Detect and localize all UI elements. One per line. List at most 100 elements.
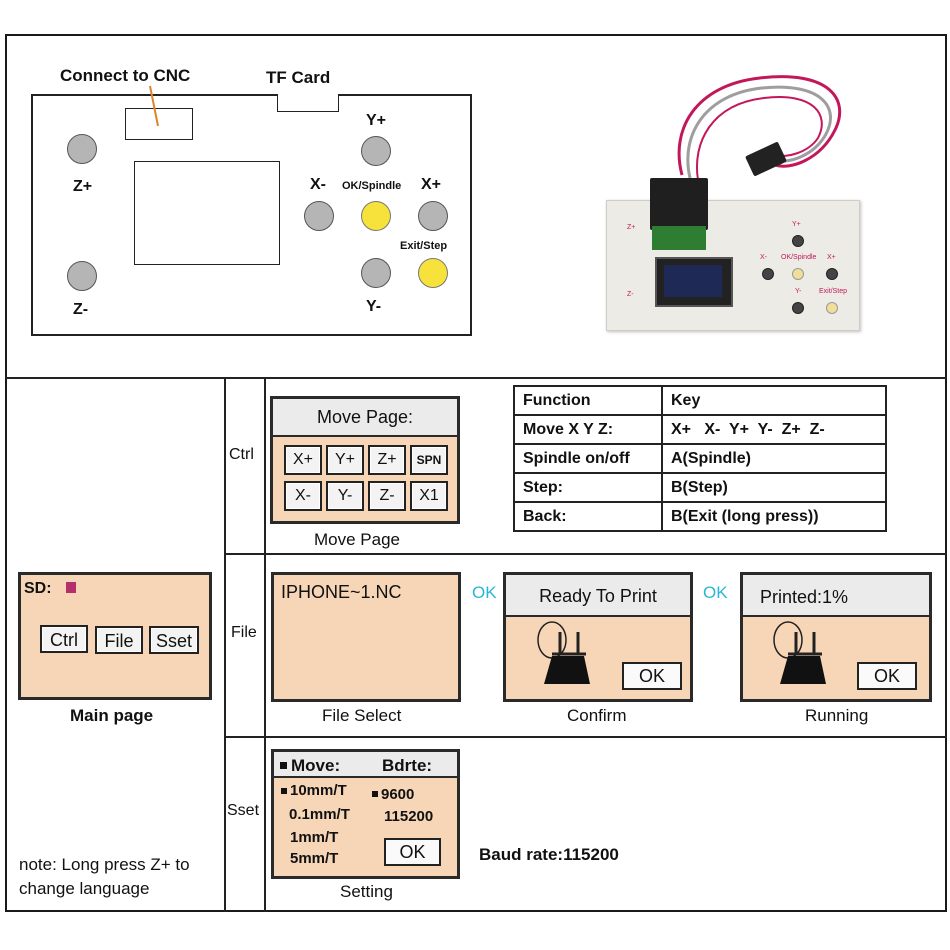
baud-option-marker <box>372 791 378 797</box>
confirm-ok-button[interactable]: OK <box>622 662 682 690</box>
section-divider <box>5 377 947 379</box>
row-label-sset: Sset <box>227 802 260 819</box>
setting-ok-button[interactable]: OK <box>384 838 441 866</box>
tf-card-label: TF Card <box>266 68 331 87</box>
yminus-label: Y- <box>366 298 382 315</box>
note-line-2: change language <box>19 879 150 898</box>
photo-exit-step-button <box>826 302 838 314</box>
table-cell: Back: <box>513 501 663 532</box>
move-header: Move: <box>291 756 341 775</box>
table-cell: Spindle on/off <box>513 443 663 474</box>
move-option-marker <box>281 788 287 794</box>
ok-spindle-label: OK/Spindle <box>342 180 402 192</box>
key-x1[interactable]: X1 <box>410 481 448 511</box>
photo-xminus-button <box>762 268 774 280</box>
sd-status-square <box>66 582 76 593</box>
module-oled-glass <box>664 265 722 297</box>
running-caption: Running <box>805 706 869 725</box>
confirm-caption: Confirm <box>567 706 627 725</box>
yplus-button <box>361 136 391 166</box>
running-screen: Printed:1% <box>740 572 932 702</box>
ok-arrow-2: OK <box>703 583 728 602</box>
key-xminus[interactable]: X- <box>284 481 322 511</box>
file-select-screen <box>271 572 461 702</box>
row-divider-left <box>224 377 226 912</box>
move-page-caption: Move Page <box>314 530 400 549</box>
bdrte-header: Bdrte: <box>382 756 433 775</box>
baud-option[interactable]: 115200 <box>384 808 434 825</box>
running-ok-button[interactable]: OK <box>857 662 917 690</box>
cnc-connector <box>125 108 193 140</box>
running-title: Printed:1% <box>743 575 929 617</box>
xminus-label: X- <box>310 176 326 193</box>
photo-ok-spindle-button <box>792 268 804 280</box>
photo-ok-spindle-label: OK/Spindle <box>781 254 817 261</box>
confirm-title: Ready To Print <box>506 575 690 617</box>
table-cell: B(Step) <box>661 472 887 503</box>
connect-cnc-label: Connect to CNC <box>60 66 191 85</box>
key-zminus[interactable]: Z- <box>368 481 406 511</box>
photo-yplus-label: Y+ <box>792 221 801 228</box>
main-file-button[interactable]: File <box>95 626 143 654</box>
photo-yminus-label: Y- <box>795 288 802 295</box>
table-cell: X+ X- Y+ Y- Z+ Z- <box>661 414 887 445</box>
key-yminus[interactable]: Y- <box>326 481 364 511</box>
row-label-ctrl: Ctrl <box>229 446 254 463</box>
file-name: IPHONE~1.NC <box>281 582 402 602</box>
ribbon-cable <box>677 75 842 181</box>
photo-xplus-button <box>826 268 838 280</box>
print-head-icon-running <box>773 621 826 684</box>
ok-spindle-button <box>361 201 391 231</box>
move-option[interactable]: 0.1mm/T <box>289 806 350 823</box>
row-divider-ctrl-file <box>224 553 947 555</box>
xminus-button <box>304 201 334 231</box>
table-cell: B(Exit (long press)) <box>661 501 887 532</box>
print-head-icon <box>537 621 590 684</box>
file-select-caption: File Select <box>322 706 402 725</box>
main-page-caption: Main page <box>70 706 154 725</box>
board-schematic <box>31 94 472 336</box>
photo-zplus-label: Z+ <box>627 224 636 231</box>
module-connector-pcb <box>652 226 706 250</box>
photo-yminus-button <box>792 302 804 314</box>
yplus-label: Y+ <box>366 112 387 129</box>
xplus-label: X+ <box>421 176 442 193</box>
zplus-label: Z+ <box>73 178 93 195</box>
photo-exit-step-label: Exit/Step <box>819 288 848 295</box>
table-cell: Step: <box>513 472 663 503</box>
main-sset-button[interactable]: Sset <box>149 626 199 654</box>
key-yplus[interactable]: Y+ <box>326 445 364 475</box>
move-page-title: Move Page: <box>273 399 457 437</box>
zminus-label: Z- <box>73 301 89 318</box>
main-ctrl-button[interactable]: Ctrl <box>40 625 88 653</box>
table-row: Step: B(Step) <box>513 472 887 503</box>
setting-header-bar <box>274 752 457 778</box>
table-row: Spindle on/off A(Spindle) <box>513 443 887 474</box>
xplus-button <box>418 201 448 231</box>
oled-screen-outline <box>134 161 280 265</box>
key-xplus[interactable]: X+ <box>284 445 322 475</box>
key-zplus[interactable]: Z+ <box>368 445 406 475</box>
baud-rate-text: Baud rate:115200 <box>479 845 619 864</box>
table-row: Move X Y Z: X+ X- Y+ Y- Z+ Z- <box>513 414 887 445</box>
move-selected-marker <box>280 762 287 769</box>
move-option[interactable]: 10mm/T <box>290 782 347 799</box>
outer-frame <box>5 34 947 912</box>
function-key-table: Function Key Move X Y Z: X+ X- Y+ Y- Z+ … <box>513 385 887 532</box>
exit-step-label: Exit/Step <box>400 240 448 252</box>
photo-zminus-label: Z- <box>627 291 634 298</box>
table-row: Function Key <box>513 385 887 416</box>
photo-yplus-button <box>792 235 804 247</box>
exit-step-button <box>418 258 448 288</box>
ok-arrow-1: OK <box>472 583 497 602</box>
table-header-key: Key <box>661 385 887 416</box>
key-spn[interactable]: SPN <box>410 445 448 475</box>
module-connector <box>650 178 708 230</box>
note-line-1: note: Long press Z+ to <box>19 855 190 874</box>
move-option[interactable]: 1mm/T <box>290 829 339 846</box>
zplus-button <box>67 134 97 164</box>
move-option[interactable]: 5mm/T <box>290 850 339 867</box>
confirm-screen: Ready To Print <box>503 572 693 702</box>
baud-option[interactable]: 9600 <box>381 786 415 803</box>
sd-label: SD: <box>24 580 52 597</box>
